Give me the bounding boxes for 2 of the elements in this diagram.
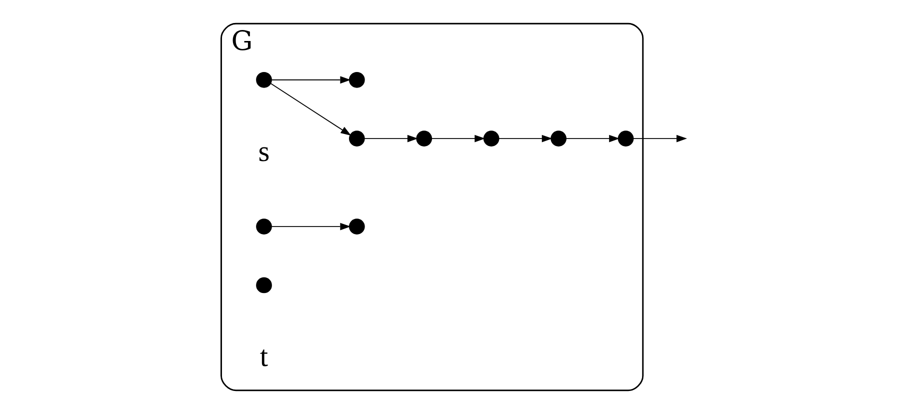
node-label: s — [258, 135, 270, 168]
node-label: t — [259, 340, 268, 373]
